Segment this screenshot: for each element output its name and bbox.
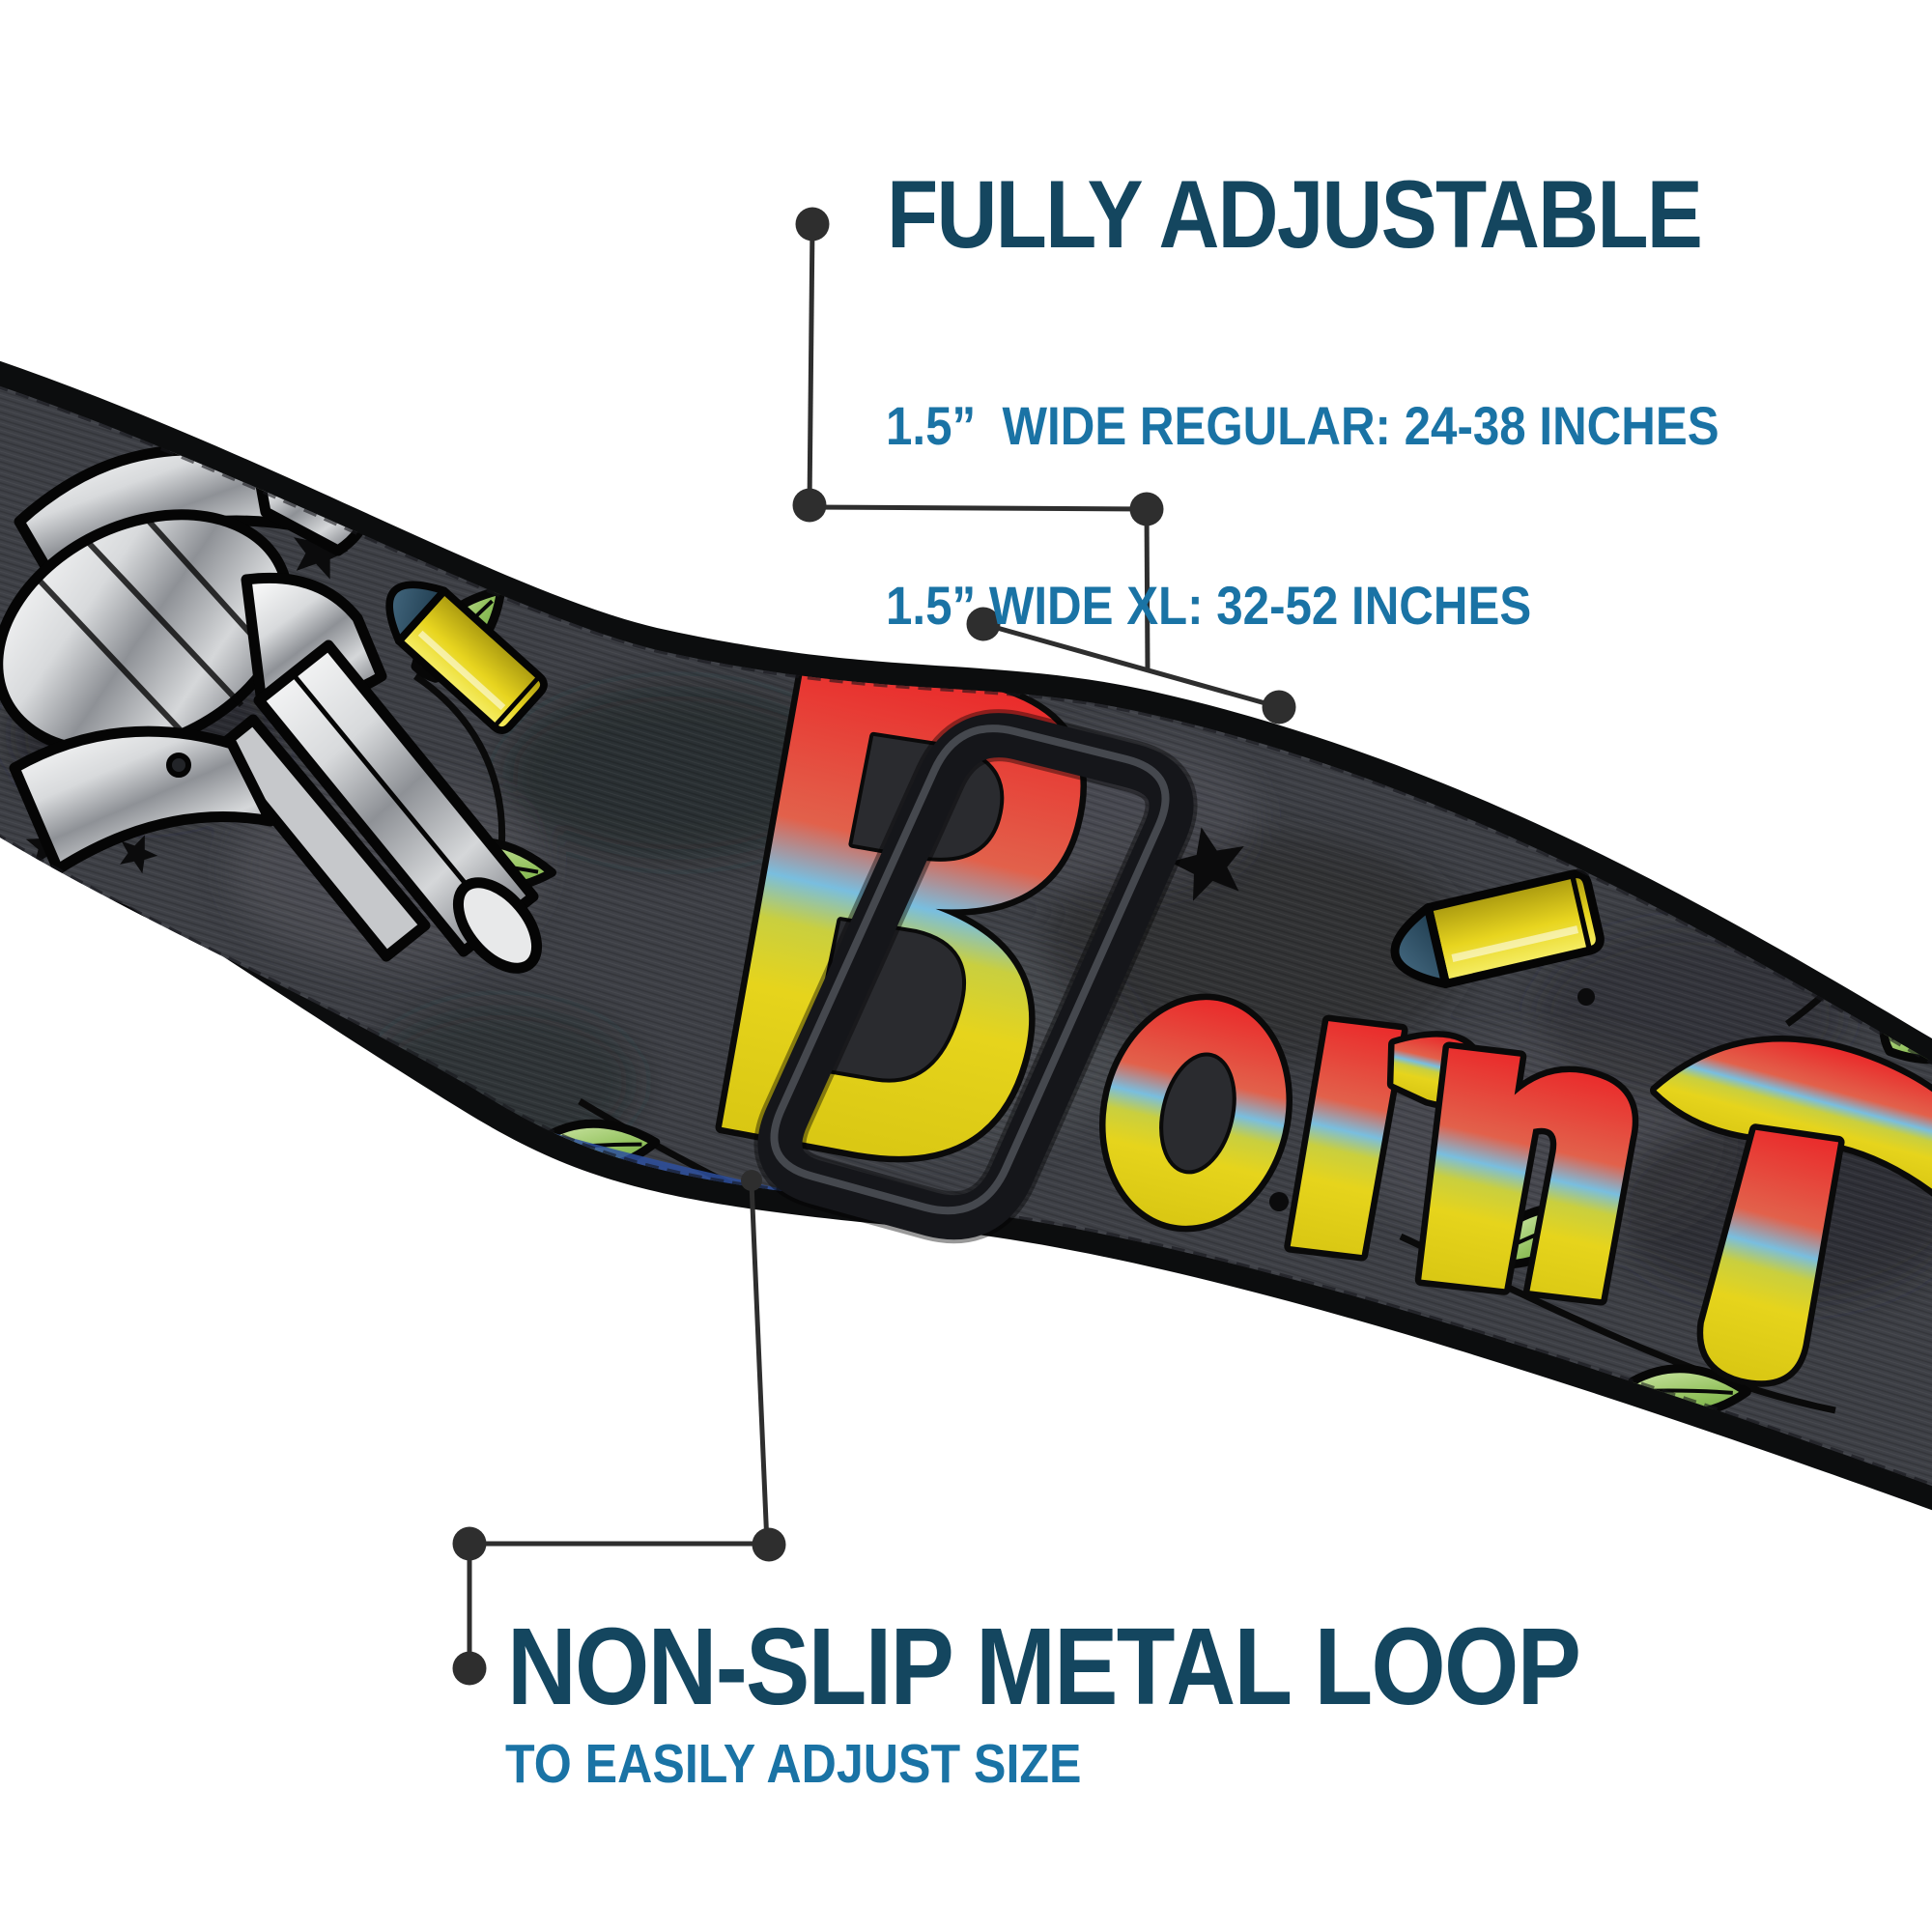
bottom-callout-subtitle: TO EASILY ADJUST SIZE xyxy=(505,1733,1082,1795)
connector-line xyxy=(1144,508,1151,671)
callout-dot xyxy=(966,607,1001,641)
connector-line xyxy=(809,504,1148,512)
connector-line xyxy=(807,223,815,506)
star-icon xyxy=(45,899,98,947)
top-callout-title: FULLY ADJUSTABLE xyxy=(887,160,1703,268)
spec-line-regular: 1.5” WIDE REGULAR: 24-38 INCHES xyxy=(886,395,1719,456)
strap-band xyxy=(0,360,1932,1511)
callout-dot xyxy=(452,1651,487,1686)
connector-line xyxy=(982,621,1280,710)
callout-dot xyxy=(752,1527,786,1562)
callout-dot xyxy=(1262,690,1296,724)
callout-dots xyxy=(452,207,1296,1686)
callout-dot xyxy=(452,1526,487,1561)
top-callout-specs: 1.5” WIDE REGULAR: 24-38 INCHES 1.5” WID… xyxy=(886,276,1719,696)
leaf-icon xyxy=(950,1275,1066,1331)
callout-dot xyxy=(795,207,830,242)
leaf-icon xyxy=(1819,838,1932,933)
callout-dot xyxy=(741,1170,762,1191)
gothic-letter-o xyxy=(1099,993,1293,1233)
bottom-callout-title: NON-SLIP METAL LOOP xyxy=(507,1605,1581,1727)
spec-line-xl: 1.5” WIDE XL: 32-52 INCHES xyxy=(886,575,1532,636)
leaf-icon xyxy=(724,1224,848,1314)
connector-line xyxy=(749,1182,770,1546)
callout-connectors xyxy=(467,223,1280,1668)
callout-dot xyxy=(1129,492,1164,526)
gothic-letter-n xyxy=(1414,1041,1639,1306)
callout-dot xyxy=(792,488,827,523)
metal-loop-slider xyxy=(753,709,1198,1244)
leaf-icon xyxy=(1133,1353,1256,1431)
gothic-letter-T xyxy=(1650,1036,1932,1387)
